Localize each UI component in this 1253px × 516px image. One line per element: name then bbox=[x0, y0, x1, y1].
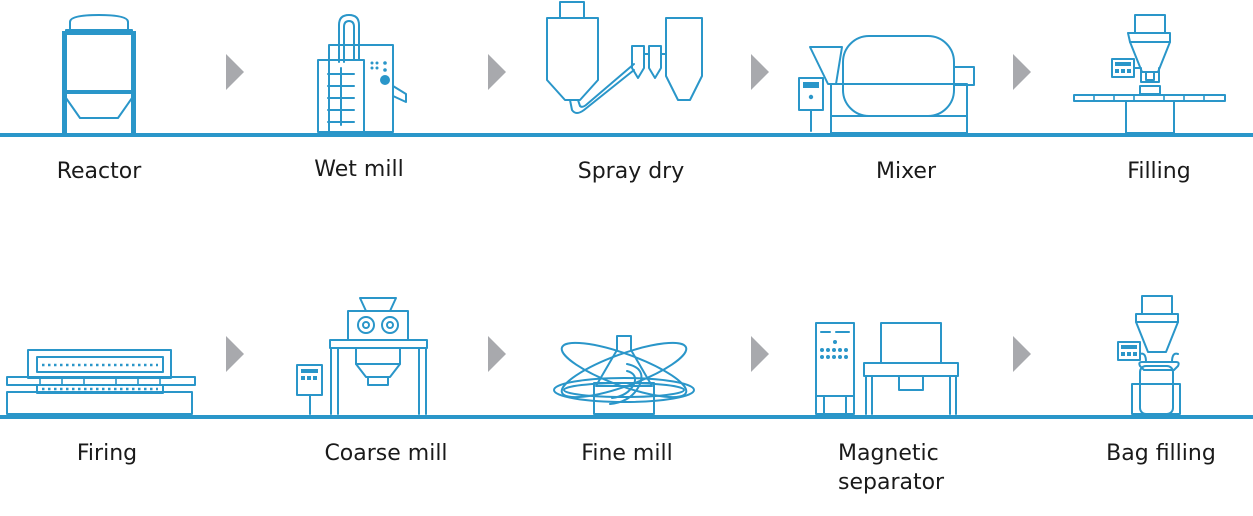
step-label-reactor: Reactor bbox=[56, 159, 142, 184]
step-label-filling: Filling bbox=[1127, 159, 1191, 184]
kiln-icon bbox=[6, 349, 196, 415]
flow-arrow bbox=[488, 54, 506, 90]
flow-arrow bbox=[1013, 336, 1031, 372]
bag-filling-icon bbox=[1117, 295, 1181, 415]
step-label-bag-filling: Bag filling bbox=[1106, 441, 1216, 466]
step-label-mixer: Mixer bbox=[875, 159, 937, 184]
step-label-spray-dry: Spray dry bbox=[577, 159, 685, 184]
step-label-fine-mill: Fine mill bbox=[581, 441, 673, 466]
magnetic-separator-icon bbox=[815, 322, 959, 415]
row2-baseline bbox=[0, 415, 1253, 419]
wet-mill-icon bbox=[317, 14, 407, 133]
reactor-icon bbox=[62, 14, 136, 133]
step-label-coarse-mill: Coarse mill bbox=[324, 441, 448, 466]
mixer-icon bbox=[798, 35, 975, 134]
step-label-magnetic-separator: Magnetic separator bbox=[838, 441, 945, 495]
row1-baseline bbox=[0, 133, 1253, 137]
step-label-firing: Firing bbox=[76, 441, 138, 466]
flow-arrow bbox=[1013, 54, 1031, 90]
flow-arrow bbox=[488, 336, 506, 372]
flow-arrow bbox=[751, 336, 769, 372]
spray-dryer-icon bbox=[546, 1, 703, 114]
coarse-mill-icon bbox=[296, 297, 428, 415]
flow-arrow bbox=[226, 336, 244, 372]
fine-mill-icon bbox=[553, 335, 695, 415]
filling-machine-icon bbox=[1073, 14, 1226, 134]
flow-arrow bbox=[226, 54, 244, 90]
flow-arrow bbox=[751, 54, 769, 90]
step-label-wet-mill: Wet mill bbox=[314, 157, 404, 182]
